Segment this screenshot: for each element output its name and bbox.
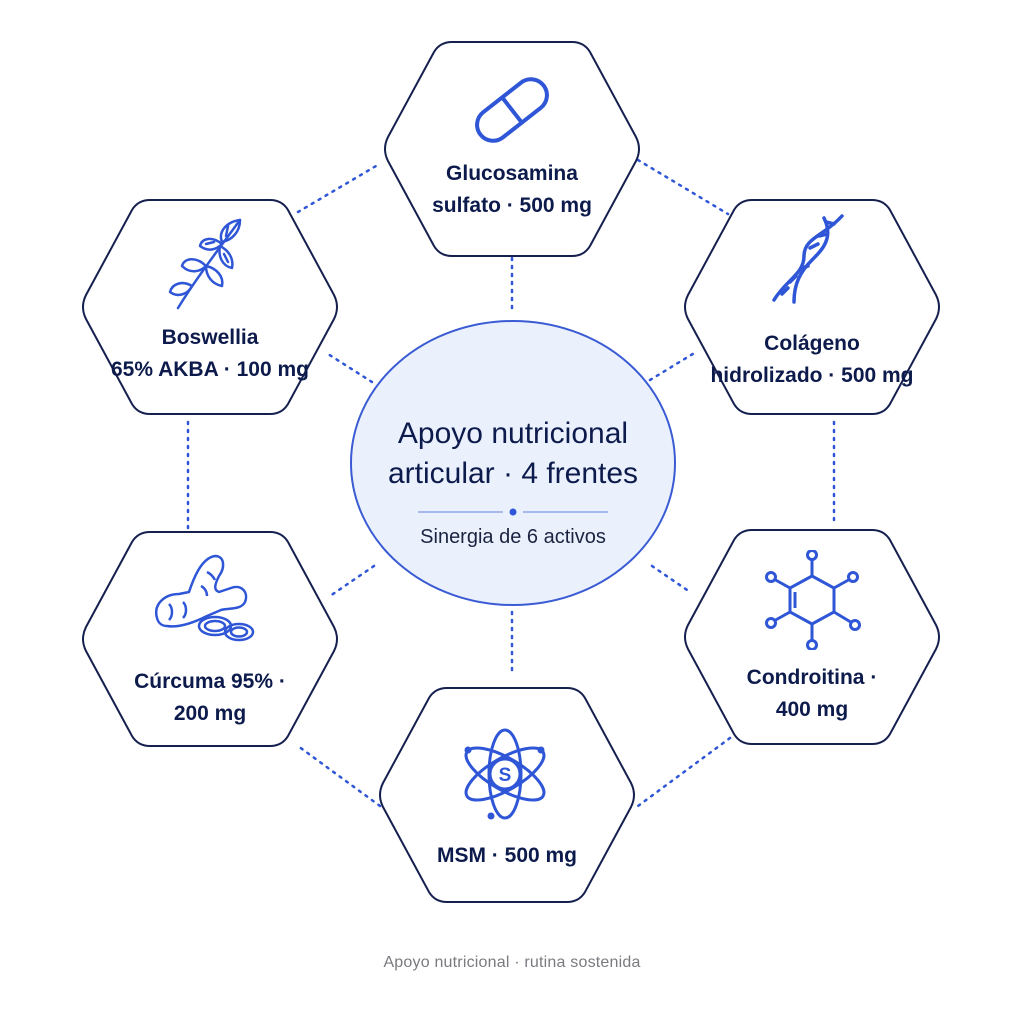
spoke-boswellia: [326, 352, 374, 384]
node-glucosamina-line2: sulfato · 500 mg: [432, 194, 592, 217]
node-msm-line1: MSM · 500 mg: [436, 844, 578, 867]
footer-caption: Apoyo nutricional · rutina sostenida: [383, 954, 641, 971]
center-title-line2: articular · 4 frentes: [387, 457, 639, 490]
node-condroitina: Condroitina · 400 mg: [682, 528, 942, 746]
center-title: Apoyo nutricional articular · 4 frentes: [358, 414, 668, 494]
node-boswellia: Boswellia 65% AKBA · 100 mg: [80, 198, 340, 416]
center-title-line1: Apoyo nutricional: [397, 417, 629, 450]
molecule-icon: [765, 550, 861, 650]
node-msm: S MSM · 500 mg: [377, 686, 637, 904]
connector-msm-curcuma: [296, 744, 382, 808]
node-condroitina-line1: Condroitina ·: [746, 666, 878, 689]
center-subtitle: Sinergia de 6 activos: [420, 526, 606, 548]
atom-icon: S: [464, 728, 546, 820]
node-glucosamina: Glucosamina sulfato · 500 mg: [382, 40, 642, 258]
node-colageno-line1: Colágeno: [764, 332, 860, 355]
turmeric-root-icon: [154, 554, 255, 642]
capsule-icon: [475, 77, 549, 143]
node-condroitina-line2: 400 mg: [775, 698, 849, 721]
node-boswellia-line2: 65% AKBA · 100 mg: [110, 358, 309, 381]
node-curcuma-line2: 200 mg: [173, 702, 247, 725]
node-curcuma: Cúrcuma 95% · 200 mg: [80, 530, 340, 748]
connector-glucosamina-colageno: [636, 158, 730, 216]
atom-symbol: S: [499, 765, 512, 786]
node-glucosamina-line1: Glucosamina: [446, 162, 578, 185]
node-colageno-line2: hidrolizado · 500 mg: [710, 364, 914, 387]
spoke-curcuma: [328, 564, 376, 598]
node-colageno: Colágeno hidrolizado · 500 mg: [682, 198, 942, 416]
node-boswellia-line1: Boswellia: [161, 326, 259, 349]
connector-condroitina-msm: [636, 736, 732, 808]
node-curcuma-line1: Cúrcuma 95% ·: [134, 670, 286, 693]
leaf-branch-icon: [168, 218, 242, 310]
spoke-condroitina: [650, 564, 692, 594]
dna-icon: [772, 214, 844, 304]
center-hub: Apoyo nutricional articular · 4 frentes …: [348, 318, 678, 608]
connector-boswellia-glucosamina: [296, 164, 378, 214]
spoke-colageno: [648, 350, 698, 382]
